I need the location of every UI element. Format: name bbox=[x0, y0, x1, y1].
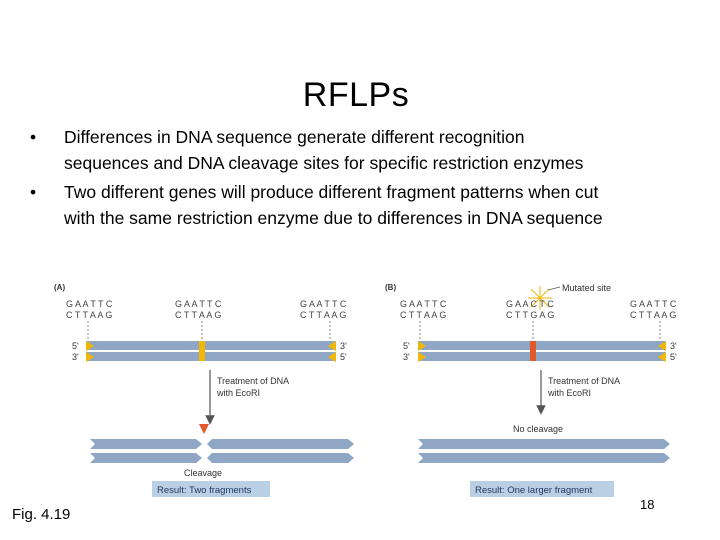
site-top-text: G A A T T C bbox=[630, 299, 677, 309]
dna-fragment bbox=[207, 439, 354, 449]
dna-fragment bbox=[418, 439, 670, 449]
cleavage-label: Cleavage bbox=[184, 468, 222, 478]
site-end-marker bbox=[86, 352, 94, 362]
site-end-marker bbox=[328, 341, 336, 351]
end-label: 5' bbox=[72, 341, 79, 351]
treatment-text: Treatment of DNA bbox=[217, 376, 289, 386]
no-cleavage-label: No cleavage bbox=[513, 424, 563, 434]
rflp-figure: (A) G A A T T C C T T A A G G A A T T C … bbox=[54, 283, 677, 497]
figure-caption: Fig. 4.19 bbox=[12, 506, 71, 523]
cleavage-icon bbox=[199, 424, 209, 434]
treatment-text: with EcoRI bbox=[547, 388, 591, 398]
site-end-marker bbox=[86, 341, 94, 351]
site-end-marker bbox=[658, 341, 666, 351]
panel-b-label: (B) bbox=[385, 283, 396, 292]
dna-fragment bbox=[418, 453, 670, 463]
mutated-site-label: Mutated site bbox=[562, 283, 611, 293]
bullet-line: with the same restriction enzyme due to … bbox=[64, 208, 603, 228]
site-end-marker bbox=[418, 352, 426, 362]
ecori-site-marker bbox=[199, 341, 205, 361]
result-box bbox=[152, 481, 270, 497]
dna-strand-bottom bbox=[418, 352, 666, 361]
dna-strand-top bbox=[418, 341, 666, 350]
site-bottom-text: C T T A A G bbox=[66, 310, 112, 320]
treatment-text: with EcoRI bbox=[216, 388, 260, 398]
site-bottom-text: C T T A A G bbox=[400, 310, 446, 320]
end-label: 3' bbox=[403, 352, 410, 362]
end-label: 5' bbox=[340, 352, 347, 362]
mutated-site-marker bbox=[530, 341, 536, 361]
panel-a-label: (A) bbox=[54, 283, 65, 292]
dna-fragment bbox=[90, 439, 202, 449]
dna-strand-bottom bbox=[86, 352, 336, 361]
bullet-line: Two different genes will produce differe… bbox=[64, 182, 599, 202]
site-end-marker bbox=[418, 341, 426, 351]
site-bottom-text: C T T A A G bbox=[300, 310, 346, 320]
bullet-icon: • bbox=[30, 182, 37, 202]
end-label: 3' bbox=[72, 352, 79, 362]
site-end-marker bbox=[328, 352, 336, 362]
dna-strand-top bbox=[86, 341, 336, 350]
panel-b: (B) Mutated site G A A T T C C T T A A G… bbox=[385, 283, 677, 497]
end-label: 3' bbox=[670, 341, 677, 351]
panel-a: (A) G A A T T C C T T A A G G A A T T C … bbox=[54, 283, 354, 497]
result-box bbox=[470, 481, 614, 497]
site-top-text: G A A T T C bbox=[300, 299, 347, 309]
bullet-icon: • bbox=[30, 127, 37, 147]
mutated-bottom-text: C T T G A G bbox=[506, 310, 554, 320]
site-bottom-text: C T T A A G bbox=[630, 310, 676, 320]
dna-fragment bbox=[90, 453, 202, 463]
result-text: Result: One larger fragment bbox=[475, 485, 593, 496]
end-label: 5' bbox=[670, 352, 677, 362]
site-top-text: G A A T T C bbox=[175, 299, 222, 309]
treatment-text: Treatment of DNA bbox=[548, 376, 620, 386]
mutation-burst-icon bbox=[528, 286, 552, 310]
bullet-item: • Two different genes will produce diffe… bbox=[30, 179, 700, 231]
dna-fragment bbox=[207, 453, 354, 463]
bullet-line: Differences in DNA sequence generate dif… bbox=[64, 127, 525, 147]
bullet-item: • Differences in DNA sequence generate d… bbox=[30, 124, 700, 176]
bullet-line: sequences and DNA cleavage sites for spe… bbox=[64, 153, 584, 173]
slide-title: RFLPs bbox=[302, 76, 410, 114]
site-bottom-text: C T T A A G bbox=[175, 310, 221, 320]
end-label: 5' bbox=[403, 341, 410, 351]
site-end-marker bbox=[658, 352, 666, 362]
site-top-text: G A A T T C bbox=[400, 299, 447, 309]
page-number: 18 bbox=[640, 497, 655, 512]
bullet-list: • Differences in DNA sequence generate d… bbox=[30, 124, 700, 234]
mutated-top-text: G A A C T C bbox=[506, 299, 554, 309]
callout-line bbox=[547, 286, 561, 291]
site-top-text: G A A T T C bbox=[66, 299, 113, 309]
end-label: 3' bbox=[340, 341, 347, 351]
result-text: Result: Two fragments bbox=[157, 485, 252, 496]
